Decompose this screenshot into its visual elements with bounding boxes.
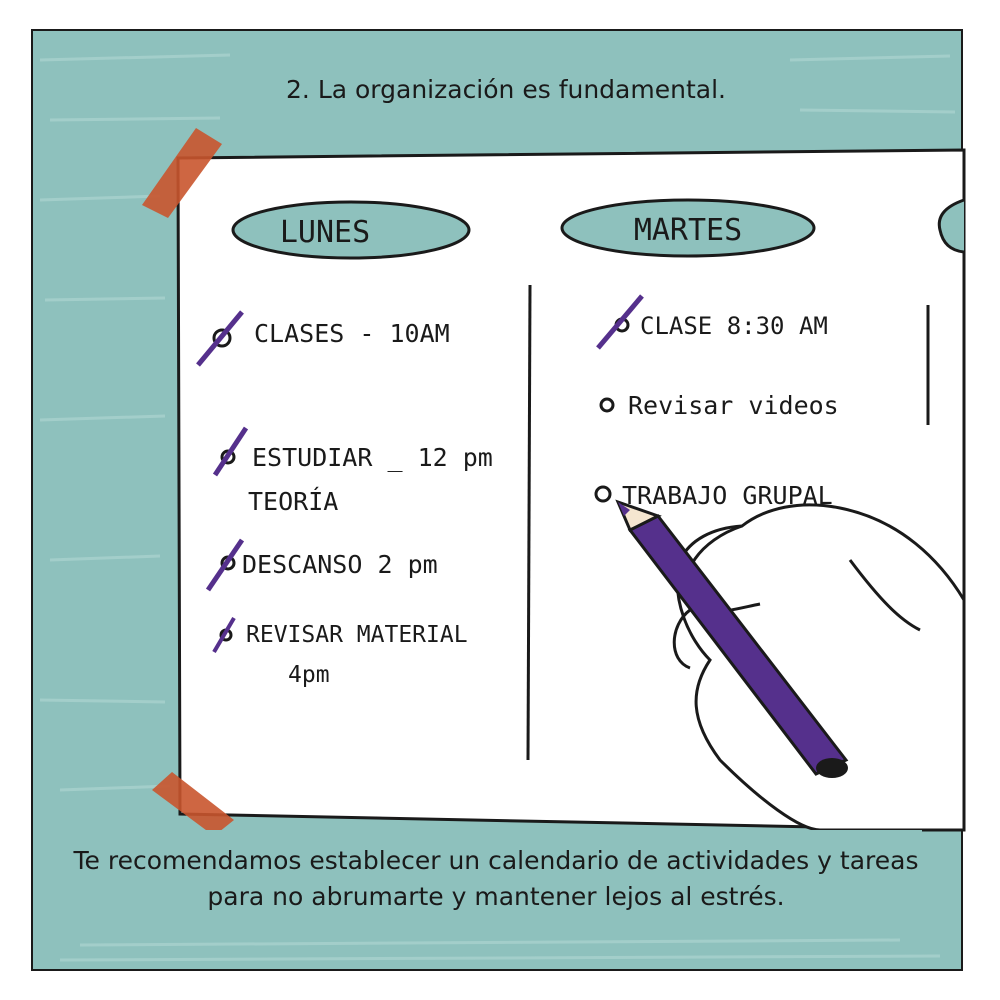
day-header-martes xyxy=(560,198,816,258)
day-header-next xyxy=(937,198,965,254)
task-text: CLASE 8:30 AM xyxy=(640,312,828,340)
task-text-line2: TEORÍA xyxy=(248,487,338,516)
panel-title: 2. La organización es fundamental. xyxy=(232,50,780,130)
task-text: Revisar videos xyxy=(628,391,839,420)
tape-bottom-left xyxy=(152,772,234,836)
check-mark xyxy=(596,294,644,350)
task-text: ESTUDIAR _ 12 pm xyxy=(252,443,493,472)
column-divider xyxy=(526,284,532,761)
check-mark xyxy=(212,426,249,477)
task-bullet xyxy=(212,328,232,348)
day-name-martes: MARTES xyxy=(634,213,742,248)
day-name-lunes: LUNES xyxy=(280,215,370,250)
day-header-lunes xyxy=(231,200,471,260)
scribble-texture xyxy=(39,53,956,962)
check-mark xyxy=(196,310,244,367)
task-text: DESCANSO 2 pm xyxy=(242,550,438,579)
task-text-line2: 4pm xyxy=(288,662,330,688)
check-mark xyxy=(212,616,236,654)
panel-caption: Te recomendamos establecer un calendario… xyxy=(70,830,922,928)
task-bullet xyxy=(599,397,615,413)
check-mark xyxy=(205,538,245,592)
task-list-lunes: CLASES - 10AM ESTUDIAR _ 12 pm TEORÍA DE… xyxy=(196,310,493,688)
task-text: REVISAR MATERIAL xyxy=(246,622,468,648)
tape-top-left xyxy=(142,128,222,218)
pencil-illustration xyxy=(615,499,849,778)
task-text: CLASES - 10AM xyxy=(254,319,450,348)
task-list-martes: CLASE 8:30 AM Revisar videos TRABAJO GRU… xyxy=(594,294,839,510)
task-bullet xyxy=(594,485,612,503)
